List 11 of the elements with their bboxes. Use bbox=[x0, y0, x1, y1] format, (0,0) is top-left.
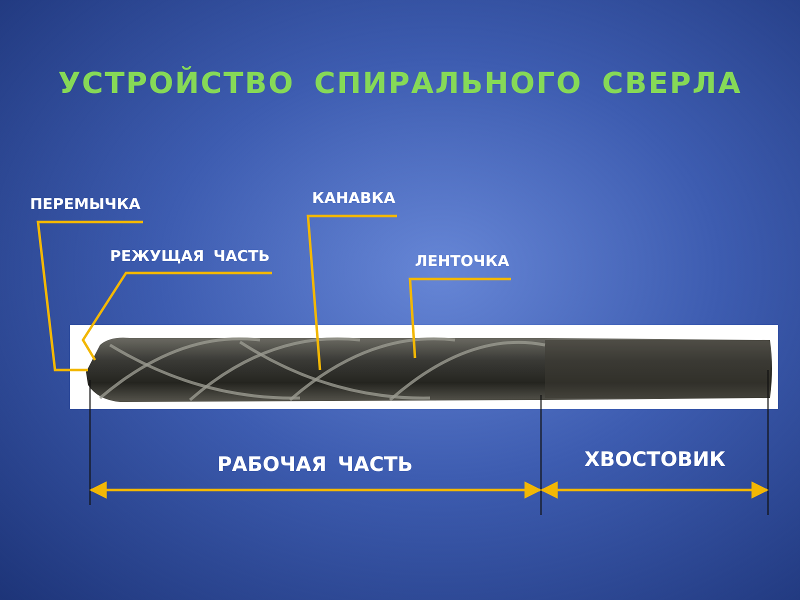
title: УСТРОЙСТВО СПИРАЛЬНОГО СВЕРЛА bbox=[57, 66, 743, 100]
leader-line bbox=[82, 272, 272, 361]
part-label: КАНАВКА bbox=[312, 189, 396, 207]
dimension-label: РАБОЧАЯ ЧАСТЬ bbox=[217, 452, 413, 476]
part-label: ЛЕНТОЧКА bbox=[415, 252, 510, 270]
leader-line bbox=[408, 278, 511, 358]
dimension-label: ХВОСТОВИК bbox=[584, 447, 726, 471]
part-label: РЕЖУЩАЯ ЧАСТЬ bbox=[110, 247, 270, 265]
leader-line bbox=[36, 220, 143, 372]
part-label: ПЕРЕМЫЧКА bbox=[30, 195, 141, 213]
leader-line bbox=[306, 214, 397, 370]
